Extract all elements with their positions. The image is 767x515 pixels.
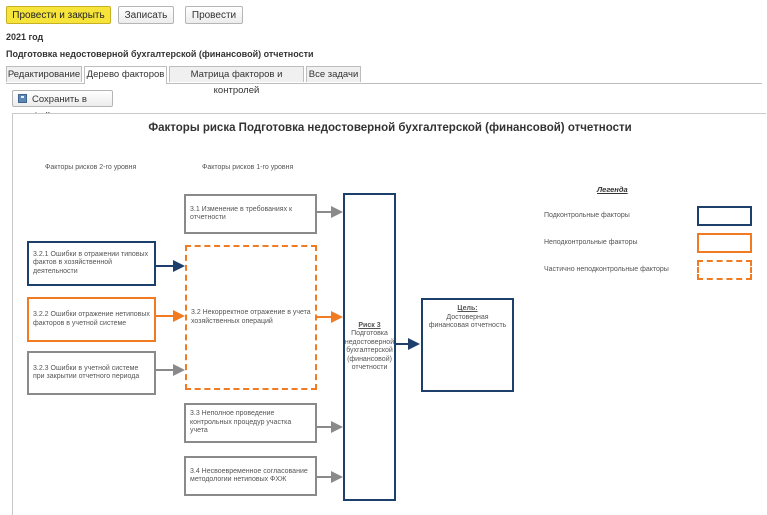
level1-column-header: Факторы рисков 1-го уровня bbox=[202, 164, 294, 171]
legend-label-partial: Частично неподконтрольные факторы bbox=[544, 266, 669, 273]
post-button[interactable]: Провести bbox=[185, 6, 243, 24]
legend-swatch-controlled bbox=[697, 206, 752, 226]
goal-box[interactable]: Цель: Достоверная финансовая отчетность bbox=[421, 298, 514, 392]
goal-title: Цель: bbox=[457, 305, 478, 312]
tab-factor-control-matrix[interactable]: Матрица факторов и контролей bbox=[169, 66, 304, 96]
factor-3-3[interactable]: 3.3 Неполное проведение контрольных проц… bbox=[184, 403, 317, 443]
factor-3-4-text: 3.4 Несвоевременное согласование методол… bbox=[190, 467, 308, 484]
tab-bar: Редактирование Дерево факторов Матрица ф… bbox=[6, 66, 762, 96]
floppy-disk-icon bbox=[18, 94, 27, 103]
level2-column-header: Факторы рисков 2-го уровня bbox=[45, 164, 137, 171]
factor-3-2-1[interactable]: 3.2.1 Ошибки в отражении типовых фактов … bbox=[27, 241, 156, 286]
factor-3-2-1-text: 3.2.1 Ошибки в отражении типовых фактов … bbox=[33, 250, 149, 275]
post-and-close-button[interactable]: Провести и закрыть bbox=[6, 6, 111, 24]
factor-3-1[interactable]: 3.1 Изменение в требованиях к отчетности bbox=[184, 194, 317, 234]
save-button[interactable]: Записать bbox=[118, 6, 174, 24]
connector-arrows bbox=[156, 206, 420, 483]
factor-3-3-text: 3.3 Неполное проведение контрольных проц… bbox=[190, 410, 292, 435]
diagram-canvas: Факторы риска Подготовка недостоверной б… bbox=[12, 113, 766, 515]
legend-title: Легенда bbox=[597, 185, 628, 194]
factor-3-2[interactable]: 3.2 Некорректное отражение в учета хозяй… bbox=[185, 245, 317, 390]
factor-3-1-text: 3.1 Изменение в требованиях к отчетности bbox=[190, 205, 293, 222]
legend-label-controlled: Подконтрольные факторы bbox=[544, 212, 630, 219]
risk-3-box[interactable]: Риск 3 Подготовка недостоверной бухгалте… bbox=[343, 193, 396, 501]
legend-swatch-uncontrolled bbox=[697, 233, 752, 253]
factor-3-2-3[interactable]: 3.2.3 Ошибки в учетной системе при закры… bbox=[27, 351, 156, 395]
factor-3-4[interactable]: 3.4 Несвоевременное согласование методол… bbox=[184, 456, 317, 496]
factor-3-2-text: 3.2 Некорректное отражение в учета хозяй… bbox=[191, 309, 311, 325]
diagram-title: Факторы риска Подготовка недостоверной б… bbox=[148, 122, 632, 134]
risk-text: Подготовка недостоверной бухгалтерской (… bbox=[344, 330, 395, 371]
goal-text: Достоверная финансовая отчетность bbox=[428, 313, 507, 330]
tab-factor-tree[interactable]: Дерево факторов bbox=[84, 66, 167, 84]
legend-swatch-partial bbox=[697, 260, 752, 280]
factor-3-2-3-text: 3.2.3 Ошибки в учетной системе при закры… bbox=[33, 364, 140, 381]
factor-3-2-2-text: 3.2.2 Ошибки отражение нетиповых факторо… bbox=[33, 311, 150, 327]
save-to-file-button[interactable]: Сохранить в файл bbox=[12, 90, 113, 122]
risk-title: Риск 3 bbox=[358, 321, 381, 329]
year-label: 2021 год bbox=[6, 32, 44, 42]
tab-all-tasks[interactable]: Все задачи bbox=[306, 66, 361, 82]
factor-3-2-2[interactable]: 3.2.2 Ошибки отражение нетиповых факторо… bbox=[27, 297, 156, 342]
document-title: Подготовка недостоверной бухгалтерской (… bbox=[6, 49, 314, 59]
legend-label-uncontrolled: Неподконтрольные факторы bbox=[544, 239, 638, 246]
tab-editing[interactable]: Редактирование bbox=[6, 66, 82, 82]
